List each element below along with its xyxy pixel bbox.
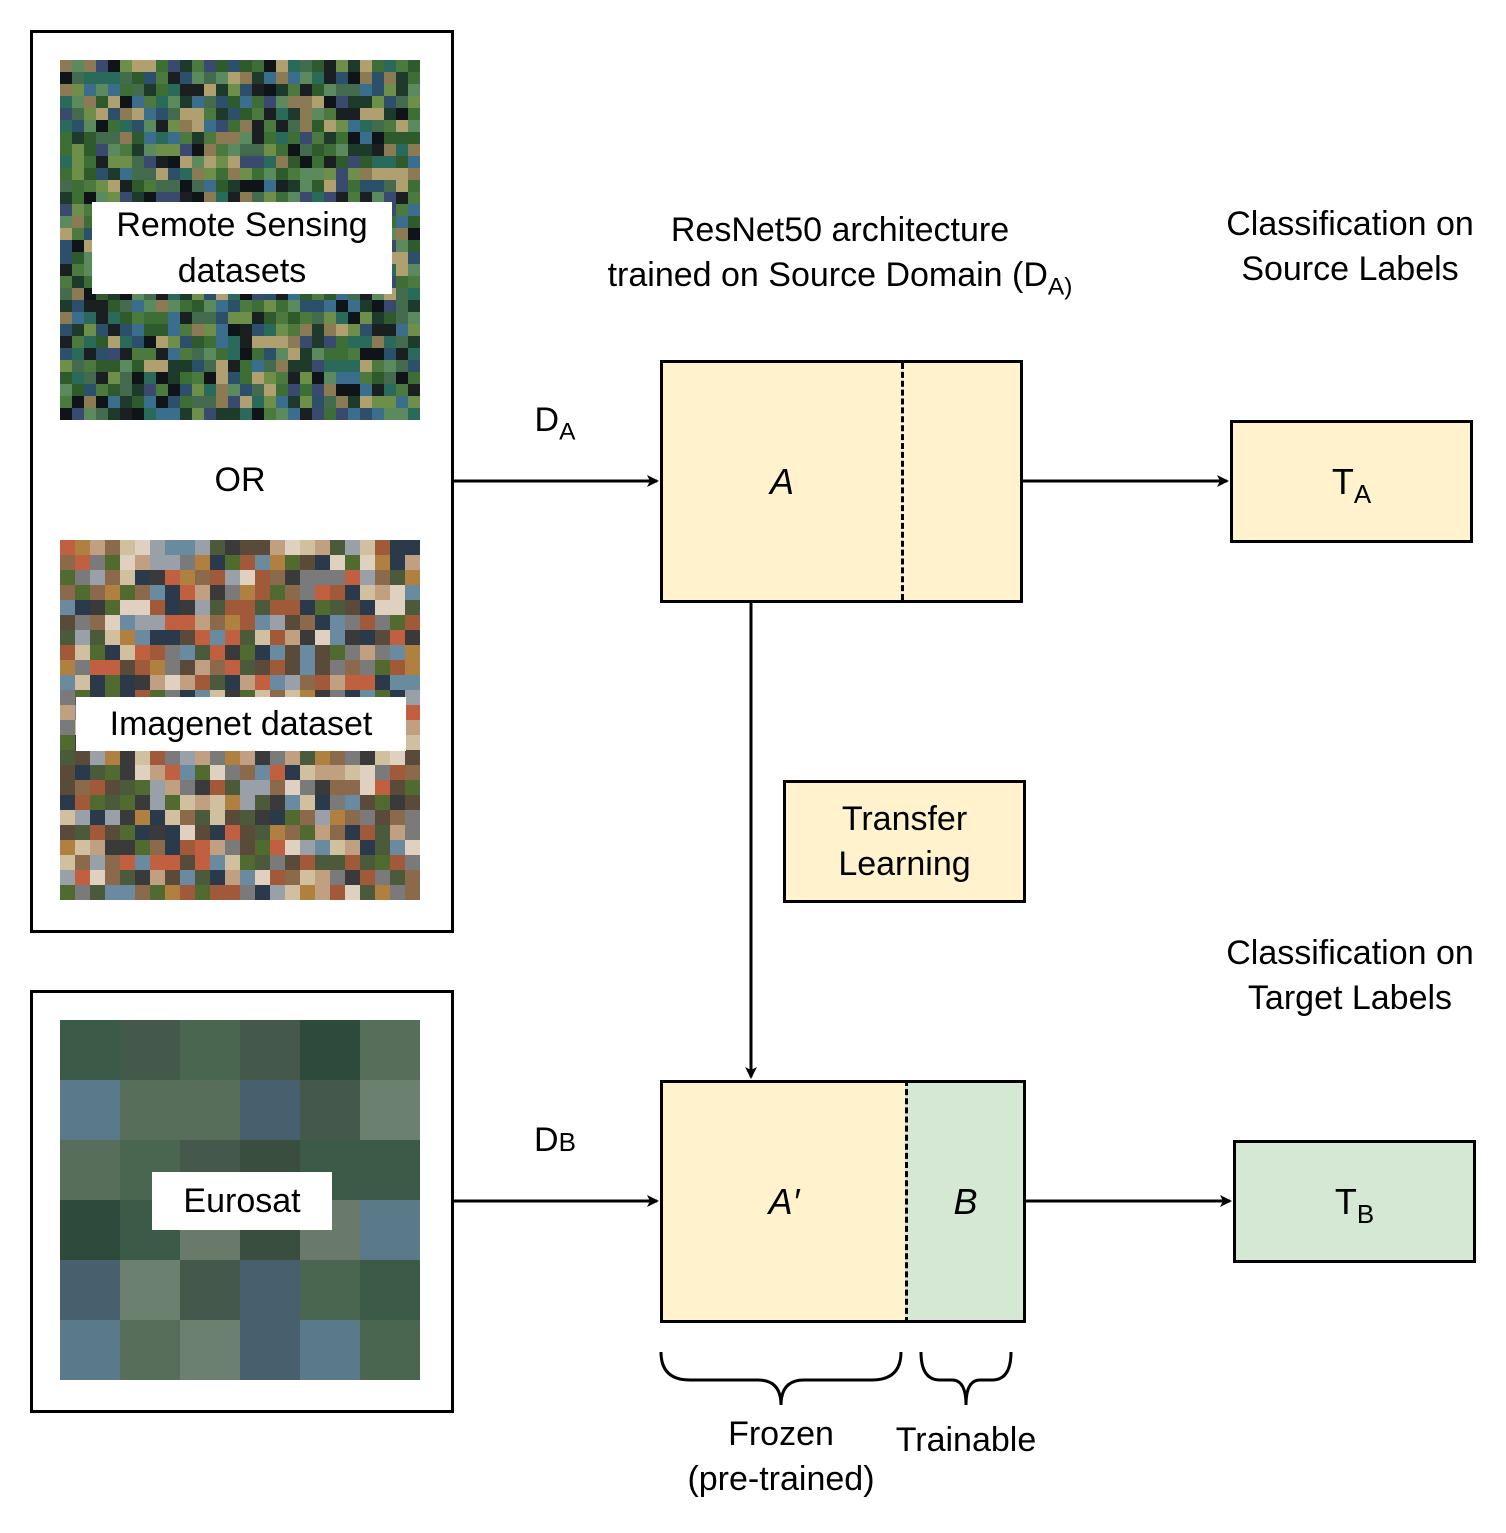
remote-sensing-label-line1: Remote Sensing [116, 206, 368, 244]
source-classification-title: Classification on Source Labels [1210, 202, 1490, 292]
frozen-label-line1: Frozen [728, 1415, 834, 1453]
target-classification-title: Classification on Target Labels [1210, 931, 1490, 1021]
task-a-label: TA [1331, 460, 1372, 509]
frozen-brace [659, 1351, 903, 1406]
edge-label-da: DA [534, 401, 576, 446]
task-b-box: TB [1233, 1140, 1476, 1263]
target-classification-line1: Classification on [1226, 934, 1474, 972]
frozen-label: Frozen (pre-trained) [660, 1412, 902, 1502]
transfer-learning-line1: Transfer [841, 799, 968, 838]
trainable-label: Trainable [895, 1421, 1037, 1459]
head-b-box: B [905, 1080, 1026, 1323]
transfer-learning-line2: Learning [838, 844, 971, 883]
model-a-prime-label: A′ [768, 1180, 800, 1222]
eurosat-label: Eurosat [152, 1172, 332, 1230]
task-b-label: TB [1334, 1180, 1375, 1229]
architecture-title: ResNet50 architecture trained on Source … [560, 208, 1120, 301]
remote-sensing-label: Remote Sensing datasets [92, 202, 392, 294]
imagenet-label: Imagenet dataset [76, 697, 406, 751]
model-a-label: A [770, 460, 795, 502]
model-a-dashed-divider [901, 363, 904, 600]
source-classification-line1: Classification on [1226, 205, 1474, 243]
remote-sensing-label-line2: datasets [177, 252, 307, 290]
task-a-box: TA [1230, 420, 1473, 543]
source-classification-line2: Source Labels [1241, 250, 1459, 288]
model-a-prime-box: A′ [660, 1080, 908, 1323]
transfer-learning-box: Transfer Learning [783, 780, 1026, 903]
head-b-label: B [953, 1180, 978, 1222]
architecture-title-line2: trained on Source Domain (DA) [607, 256, 1073, 301]
remote-sensing-image [60, 60, 420, 420]
architecture-title-line1: ResNet50 architecture [670, 211, 1010, 249]
edge-label-db: DB [534, 1121, 576, 1159]
trainable-brace [919, 1351, 1013, 1406]
frozen-label-line2: (pre-trained) [687, 1460, 875, 1498]
or-label: OR [214, 461, 266, 499]
model-a-box: A [660, 360, 1023, 603]
target-classification-line2: Target Labels [1247, 979, 1453, 1017]
